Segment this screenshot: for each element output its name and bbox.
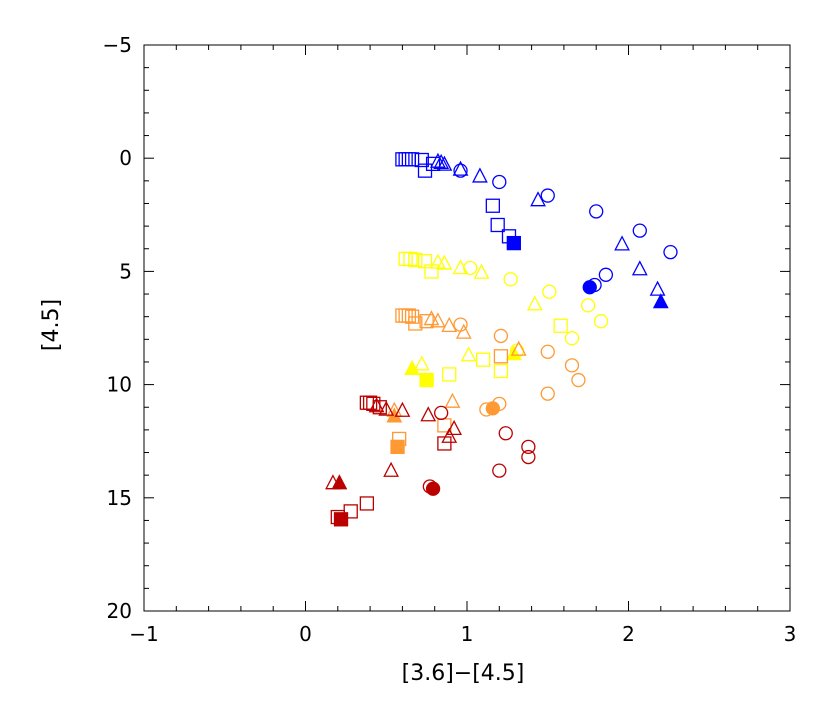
y-axis-label: [4.5] (39, 299, 64, 351)
x-axis-label: [3.6]−[4.5] (402, 661, 525, 686)
yellow-open-square-point (442, 367, 457, 382)
x-tick-label: 1 (461, 622, 474, 646)
yellow-open-triangle-point (413, 355, 430, 371)
blue-open-square-point (485, 198, 500, 213)
plot-frame (143, 44, 791, 612)
yellow-open-circle-point (503, 272, 518, 287)
blue-open-circle-point (598, 267, 614, 282)
red-open-circle-point (521, 439, 536, 455)
yellow-open-square-point (408, 252, 423, 268)
red-open-triangle-point (441, 427, 458, 443)
orange-open-triangle-point (455, 323, 472, 339)
red-open-square-point (437, 436, 452, 451)
blue-filled-triangle-point (652, 293, 669, 309)
orange-open-triangle-point (444, 392, 461, 408)
y-tick-label: 10 (107, 373, 132, 397)
blue-open-triangle-point (631, 260, 648, 276)
y-tick-label: 5 (119, 259, 132, 283)
red-open-circle-point (434, 405, 449, 421)
orange-open-triangle-point (441, 316, 458, 332)
blue-open-circle-point (589, 204, 604, 219)
yellow-open-square-point (424, 264, 439, 279)
red-open-square-point (359, 496, 375, 511)
red-filled-square-point (333, 512, 349, 527)
red-open-square-point (362, 395, 378, 410)
yellow-open-circle-point (542, 284, 557, 299)
yellow-open-square-point (475, 352, 491, 367)
orange-filled-square-point (390, 439, 405, 455)
blue-filled-square-point (506, 235, 521, 251)
red-open-circle-point (492, 463, 507, 478)
blue-open-triangle-point (452, 160, 469, 176)
y-tick-label: 20 (107, 599, 132, 623)
yellow-open-square-point (403, 251, 418, 267)
tick-labels: −1 0 1 2 3 −5 0 5 10 15 20 (103, 33, 797, 646)
blue-open-triangle-point (430, 152, 446, 168)
yellow-open-triangle-point (436, 254, 453, 270)
yellow-open-square-point (553, 318, 568, 333)
orange-open-circle-point (453, 317, 468, 332)
blue-open-triangle-point (436, 155, 453, 171)
yellow-open-circle-point (580, 298, 596, 313)
y-tick-label: 0 (119, 146, 132, 170)
orange-open-circle-point (571, 372, 586, 388)
yellow-open-square-point (493, 363, 509, 379)
blue-open-triangle-point (530, 191, 546, 207)
orange-open-triangle-point (423, 310, 440, 326)
blue-open-triangle-point (649, 280, 666, 296)
yellow-filled-triangle-point (505, 345, 522, 361)
data-markers (325, 152, 678, 527)
red-open-triangle-point (446, 419, 462, 436)
red-filled-triangle-point (331, 474, 348, 490)
yellow-open-circle-point (593, 314, 609, 329)
y-tick-label: −5 (103, 33, 132, 57)
red-open-triangle-point (383, 461, 399, 477)
orange-open-circle-point (540, 344, 555, 359)
red-open-circle-point (521, 449, 536, 465)
orange-open-circle-point (540, 386, 555, 401)
blue-open-square-point (490, 217, 505, 233)
orange-open-square-point (408, 316, 423, 331)
blue-open-triangle-point (472, 167, 488, 183)
orange-filled-circle-point (485, 401, 500, 416)
red-open-triangle-point (420, 406, 437, 422)
yellow-filled-square-point (419, 372, 434, 388)
y-tick-label: 15 (107, 486, 132, 510)
blue-open-circle-point (492, 174, 507, 190)
yellow-open-circle-point (463, 260, 478, 276)
yellow-open-triangle-point (460, 346, 477, 362)
orange-open-circle-point (564, 358, 580, 373)
orange-open-triangle-point (510, 340, 527, 356)
orange-open-square-point (493, 349, 509, 364)
blue-open-square-point (404, 152, 420, 167)
yellow-open-square-point (398, 251, 413, 267)
yellow-open-triangle-point (526, 295, 543, 311)
x-tick-label: 0 (299, 622, 312, 646)
blue-open-circle-point (540, 188, 555, 203)
blue-open-circle-point (632, 223, 647, 238)
axis-ticks (143, 44, 791, 612)
yellow-open-triangle-point (473, 263, 490, 279)
blue-filled-circle-point (582, 280, 597, 295)
orange-open-square-point (419, 314, 434, 329)
blue-open-triangle-point (433, 153, 450, 169)
blue-open-circle-point (453, 163, 468, 178)
blue-open-triangle-point (614, 235, 630, 251)
red-open-triangle-point (368, 397, 385, 413)
yellow-filled-triangle-point (404, 359, 420, 376)
orange-open-triangle-point (430, 312, 446, 328)
blue-open-square-point (425, 156, 441, 172)
x-tick-label: 3 (784, 622, 797, 646)
x-tick-label: 2 (622, 622, 635, 646)
red-open-circle-point (498, 426, 513, 441)
yellow-open-circle-point (564, 331, 580, 346)
blue-open-circle-point (663, 245, 678, 260)
red-open-triangle-point (394, 401, 411, 417)
orange-open-circle-point (493, 328, 509, 344)
x-tick-label: −1 (129, 622, 158, 646)
blue-open-square-point (414, 152, 429, 168)
red-open-triangle-point (378, 400, 395, 416)
red-filled-circle-point (425, 481, 441, 496)
